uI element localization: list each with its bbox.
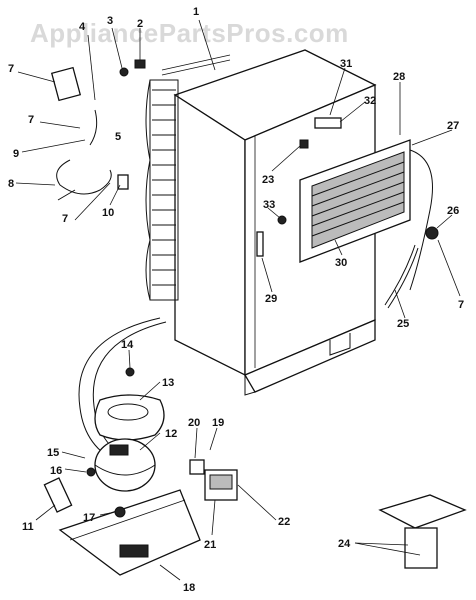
compressor-base-plate: [58, 489, 201, 576]
callout-12: 12: [165, 428, 177, 440]
callout-11: 11: [22, 521, 34, 533]
compressor-mount-part-24: [378, 494, 467, 569]
callout-17: 17: [83, 512, 95, 524]
grommet-part-17: [114, 506, 126, 518]
callout-14: 14: [121, 339, 134, 351]
callout-22: 22: [278, 516, 290, 528]
callout-10: 10: [102, 207, 114, 219]
callout-2: 2: [137, 18, 143, 30]
wire-part-5: [89, 109, 98, 146]
compressor: [94, 438, 156, 492]
callout-4: 4: [79, 21, 86, 33]
callout-7-lower: 7: [62, 213, 68, 225]
callout-20: 20: [188, 417, 200, 429]
watermark-text: AppliancePartsPros.com: [30, 18, 349, 48]
callout-9: 9: [13, 148, 19, 160]
callout-19: 19: [212, 417, 224, 429]
part-26: [425, 226, 439, 240]
callout-7-mid: 7: [28, 114, 34, 126]
bracket-part-4: [50, 66, 82, 102]
fitting-part-10: [117, 174, 129, 190]
callout-24: 24: [338, 538, 351, 550]
callout-15: 15: [47, 447, 59, 459]
bracket-part-31: [314, 117, 342, 129]
callout-13: 13: [162, 377, 174, 389]
callout-27: 27: [447, 120, 459, 132]
part-29: [256, 231, 264, 257]
clip-part-2: [134, 59, 146, 69]
callout-32: 32: [364, 95, 376, 107]
callout-7-top: 7: [8, 63, 14, 75]
power-cord: [56, 159, 112, 201]
callout-1: 1: [193, 6, 199, 18]
grommet-part-14: [125, 367, 135, 377]
callout-30: 30: [335, 257, 347, 269]
callout-7-right: 7: [458, 299, 464, 311]
screw-part-3: [119, 67, 129, 77]
relay-overload-assembly: [189, 459, 238, 501]
evaporator-assembly: [299, 139, 433, 291]
callout-28: 28: [393, 71, 405, 83]
grommet-part-16: [86, 467, 96, 477]
callout-5: 5: [115, 131, 121, 143]
callout-29: 29: [265, 293, 277, 305]
callout-33: 33: [263, 199, 275, 211]
callout-16: 16: [50, 465, 62, 477]
condenser-coil: [145, 54, 231, 301]
callout-8: 8: [8, 178, 14, 190]
leader-lines: [15, 19, 461, 581]
drier-part-11: [43, 477, 73, 513]
callout-18: 18: [183, 582, 195, 594]
thermostat-part-23: [299, 139, 309, 149]
callout-26: 26: [447, 205, 459, 217]
callout-21: 21: [204, 539, 216, 551]
callout-25: 25: [397, 318, 409, 330]
callout-31: 31: [340, 58, 352, 70]
drain-pan: [94, 394, 165, 441]
callout-labels: 1 2 3 4 5 7 7 7 7 8 9 10 11 12 13 14 15 …: [8, 6, 464, 594]
callout-3: 3: [107, 15, 113, 27]
drain-tube: [384, 244, 419, 309]
callout-23: 23: [262, 174, 274, 186]
